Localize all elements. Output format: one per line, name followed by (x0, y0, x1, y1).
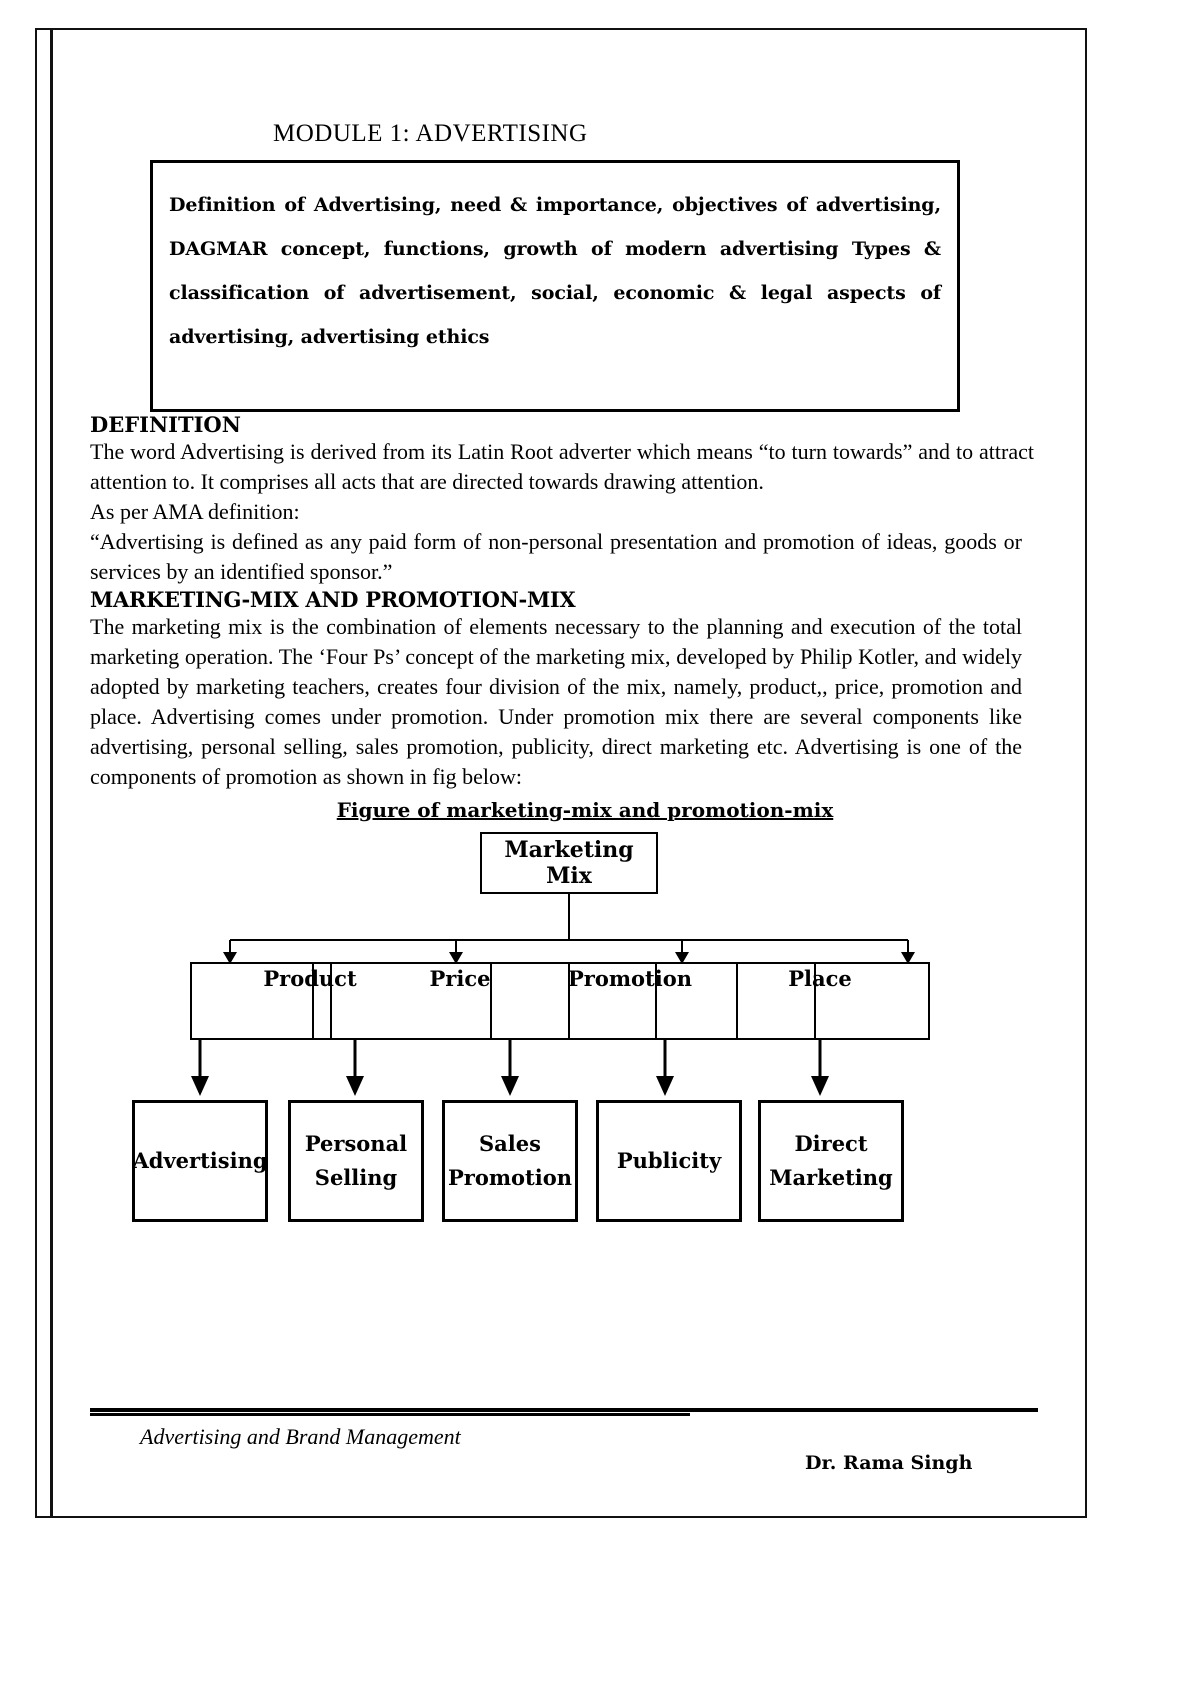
component-label-line1: Publicity (616, 1148, 722, 1173)
promotion-component-sales-promotion: Sales Promotion (442, 1100, 578, 1222)
heading-definition: DEFINITION (90, 412, 241, 437)
module-title: MODULE 1: ADVERTISING (273, 120, 588, 147)
band-separator (568, 962, 570, 1040)
component-label-line1: Direct (794, 1131, 868, 1156)
mix-element-place: Place (788, 966, 852, 991)
paragraph-ama-lead: As per AMA definition: (90, 499, 300, 524)
marketing-mix-diagram: Marketing Mix Product Price Promotion Pl… (90, 832, 1040, 1252)
footer-divider (90, 1408, 1038, 1412)
promotion-component-direct-marketing: Direct Marketing (758, 1100, 904, 1222)
promotion-component-personal-selling: Personal Selling (288, 1100, 424, 1222)
component-label-line1: Advertising (132, 1148, 268, 1173)
component-label-line2: Promotion (447, 1165, 573, 1190)
mix-element-price: Price (429, 966, 491, 991)
band-separator (814, 962, 816, 1040)
paragraph-ama-quote: “Advertising is defined as any paid form… (90, 529, 1022, 584)
footer-course-title: Advertising and Brand Management (140, 1424, 461, 1449)
footer-author: Dr. Rama Singh (805, 1452, 973, 1474)
band-separator (490, 962, 492, 1040)
page-border (35, 28, 1087, 1518)
band-separator (312, 962, 314, 1040)
component-label-line2: Selling (314, 1165, 398, 1190)
heading-marketing-mix: MARKETING-MIX AND PROMOTION-MIX (90, 587, 576, 612)
band-separator (330, 962, 332, 1040)
mix-element-product: Product (263, 966, 357, 991)
component-label-line2: Marketing (769, 1165, 893, 1190)
promotion-component-advertising: Advertising (132, 1100, 268, 1222)
component-label-line1: Sales (479, 1131, 541, 1156)
syllabus-text: Definition of Advertising, need & import… (169, 194, 941, 348)
paragraph-marketing-mix: The marketing mix is the combination of … (90, 614, 1022, 789)
paragraph-definition: The word Advertising is derived from its… (90, 439, 1034, 494)
band-separator (655, 962, 657, 1040)
page-binding-edge (50, 28, 53, 1518)
page-content: MODULE 1: ADVERTISING Definition of Adve… (90, 120, 1040, 1252)
mix-element-promotion: Promotion (567, 966, 693, 991)
component-label-line1: Personal (304, 1131, 408, 1156)
band-separator (736, 962, 738, 1040)
syllabus-box: Definition of Advertising, need & import… (150, 160, 960, 412)
figure-caption: Figure of marketing-mix and promotion-mi… (336, 798, 834, 822)
promotion-component-publicity: Publicity (596, 1100, 742, 1222)
footer-divider-thick (90, 1413, 690, 1416)
node-marketing-mix: Marketing Mix (480, 832, 658, 894)
